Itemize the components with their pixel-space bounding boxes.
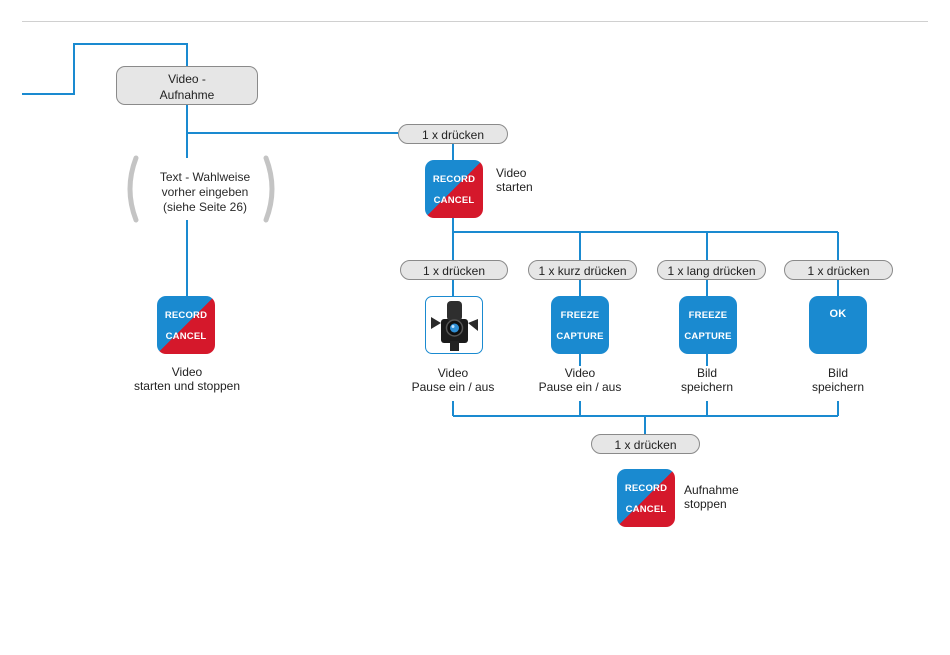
top-press-once-pill: 1 x drücken xyxy=(398,124,508,144)
record-cancel-key-top[interactable]: RECORD CANCEL xyxy=(425,160,483,218)
mode-line2: Aufnahme xyxy=(159,88,215,102)
ok-key[interactable]: OK xyxy=(809,296,867,354)
camera-joystick-icon xyxy=(430,301,478,351)
open-parenthesis xyxy=(127,155,139,223)
text-option-note: Text - Wahlweise vorher eingeben (siehe … xyxy=(144,170,266,215)
record-label: RECORD xyxy=(432,174,476,185)
close-parenthesis xyxy=(263,155,275,223)
freeze-capture-key-short[interactable]: FREEZE CAPTURE xyxy=(551,296,609,354)
incoming-connector xyxy=(22,43,188,95)
left-record-caption: Video starten und stoppen xyxy=(112,365,262,393)
freeze-label: FREEZE xyxy=(560,310,600,321)
caption-line1: Video xyxy=(564,366,596,380)
ok-press-pill: 1 x drücken xyxy=(784,260,893,280)
caption-line1: Video xyxy=(437,366,469,380)
cancel-label: CANCEL xyxy=(433,195,475,206)
caption-line1: Aufnahme xyxy=(684,483,739,497)
joystick-caption: Video Pause ein / aus xyxy=(403,366,503,394)
cancel-label: CANCEL xyxy=(165,331,207,342)
freeze-short-press-pill: 1 x kurz drücken xyxy=(528,260,637,280)
note-line1: Text - Wahlweise xyxy=(159,170,251,184)
video-recording-mode-box: Video - Aufnahme xyxy=(116,66,258,105)
freeze-short-caption: Video Pause ein / aus xyxy=(530,366,630,394)
record-cancel-key-bottom[interactable]: RECORD CANCEL xyxy=(617,469,675,527)
caption-line2: Pause ein / aus xyxy=(411,380,495,394)
ok-caption: Bild speichern xyxy=(788,366,888,394)
bottom-press-once-pill: 1 x drücken xyxy=(591,434,700,454)
freeze-label: FREEZE xyxy=(688,310,728,321)
caption-line2: starten xyxy=(496,180,533,194)
joystick-press-pill: 1 x drücken xyxy=(400,260,508,280)
bottom-record-caption: Aufnahme stoppen xyxy=(684,483,774,511)
freeze-long-caption: Bild speichern xyxy=(657,366,757,394)
freeze-capture-key-long[interactable]: FREEZE CAPTURE xyxy=(679,296,737,354)
record-label: RECORD xyxy=(624,483,668,494)
caption-line1: Video xyxy=(496,166,527,180)
record-label: RECORD xyxy=(164,310,208,321)
cancel-label: CANCEL xyxy=(625,504,667,515)
caption-line2: starten und stoppen xyxy=(133,379,241,393)
caption-line1: Bild xyxy=(827,366,848,380)
caption-line2: speichern xyxy=(680,380,734,394)
caption-line2: speichern xyxy=(811,380,865,394)
top-record-caption: Video starten xyxy=(496,166,576,194)
caption-line2: Pause ein / aus xyxy=(538,380,622,394)
caption-line1: Bild xyxy=(696,366,717,380)
mode-line1: Video - xyxy=(168,72,206,86)
camera-joystick-key[interactable] xyxy=(425,296,483,354)
record-cancel-key-left[interactable]: RECORD CANCEL xyxy=(157,296,215,354)
ok-label: OK xyxy=(829,308,847,320)
caption-line1: Video xyxy=(171,365,203,379)
caption-line2: stoppen xyxy=(684,497,727,511)
note-line3: (siehe Seite 26) xyxy=(162,200,248,214)
capture-label: CAPTURE xyxy=(556,331,604,342)
note-line2: vorher eingeben xyxy=(161,185,249,199)
header-rule xyxy=(22,21,928,22)
freeze-long-press-pill: 1 x lang drücken xyxy=(657,260,766,280)
capture-label: CAPTURE xyxy=(684,331,732,342)
